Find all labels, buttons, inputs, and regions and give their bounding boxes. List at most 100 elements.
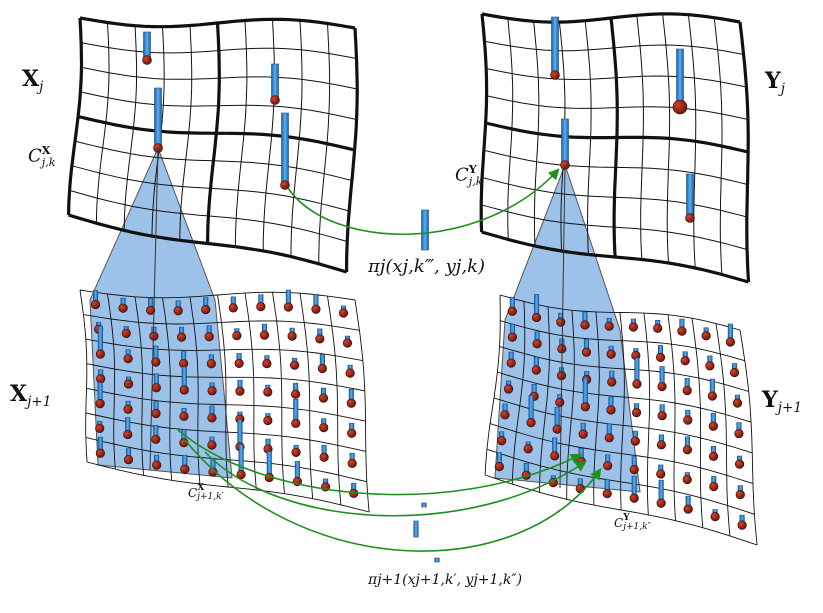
- fine-y-dot: [683, 504, 693, 514]
- fine-y-dot: [708, 421, 718, 431]
- fine-x-bar: [92, 290, 99, 302]
- fine-y-dot: [734, 459, 745, 469]
- fine-x-dot: [179, 358, 189, 369]
- grid-line: [481, 204, 748, 250]
- fine-y-dot: [497, 436, 507, 446]
- fine-y-dot: [737, 520, 747, 530]
- grid-line: [481, 177, 748, 218]
- grid-line: [643, 313, 651, 515]
- grid-line: [189, 296, 201, 485]
- fine-y-dot: [657, 411, 667, 421]
- grid-line: [81, 66, 358, 90]
- fine-y-dot: [606, 405, 616, 415]
- fine-x-dot: [123, 455, 134, 465]
- fine-y-dot: [494, 462, 504, 472]
- bar-top: [154, 87, 162, 149]
- grid-line: [77, 114, 355, 152]
- label-cy-sub: j,k: [468, 174, 483, 188]
- grid-line: [483, 149, 748, 185]
- fine-x-dot: [207, 413, 217, 423]
- cones-front-layer: [149, 147, 566, 489]
- fine-y-dot: [531, 365, 541, 375]
- grid-line: [86, 363, 365, 392]
- grid-line: [486, 448, 755, 515]
- fine-y-dot: [629, 465, 639, 475]
- grid-xj1: [79, 289, 370, 513]
- fine-y-dot: [630, 436, 640, 446]
- fine-y-bar: [631, 475, 637, 496]
- fine-y-dot: [604, 321, 614, 331]
- fine-x-dot: [345, 368, 355, 378]
- fine-y-dot: [580, 320, 590, 330]
- grid-line: [86, 387, 366, 422]
- grid-line: [80, 91, 357, 120]
- grid-line: [85, 338, 363, 362]
- fine-x-bar: [313, 293, 319, 307]
- grid-line: [481, 12, 741, 24]
- label-yj1-sub: j+1: [777, 399, 803, 416]
- fine-x-dot: [346, 398, 356, 408]
- fine-x-bar: [97, 436, 103, 451]
- fine-y-dot: [523, 444, 533, 454]
- fine-y-dot: [602, 489, 612, 499]
- arrows-layer: [177, 168, 602, 552]
- fine-x-dot: [291, 389, 301, 399]
- fine-y-dot: [701, 331, 711, 341]
- fine-y-dot: [580, 402, 590, 412]
- grid-line: [493, 397, 753, 454]
- fine-y-dot: [734, 428, 744, 439]
- grid-line: [739, 329, 758, 546]
- grid-line: [539, 306, 550, 493]
- fine-x-dot: [319, 452, 329, 462]
- fine-y-dot: [683, 415, 693, 425]
- grid-line: [499, 294, 741, 331]
- fine-y-dot: [606, 349, 616, 359]
- label-cx1-sub: j+1,k′: [197, 492, 224, 503]
- grid-xj: [67, 16, 359, 274]
- grid-line: [484, 474, 758, 546]
- grid-line: [499, 345, 749, 392]
- grid-line: [69, 189, 348, 242]
- fine-y-dot: [552, 424, 562, 434]
- fine-y-dot: [732, 398, 743, 408]
- label-cx-main: C: [28, 145, 42, 167]
- fine-x-dot: [291, 447, 301, 457]
- fine-x-dot: [90, 299, 101, 310]
- fine-x-dot: [207, 386, 217, 396]
- fine-y-dot: [628, 322, 639, 332]
- fine-x-bar: [125, 417, 131, 432]
- label-xj-sub: j: [39, 78, 44, 95]
- arrow-bottom-1: [177, 429, 583, 496]
- fine-y-dot: [631, 407, 642, 418]
- fine-y-bar: [606, 423, 612, 436]
- fine-x-bar: [182, 454, 188, 467]
- fine-x-bar: [153, 345, 159, 360]
- fine-x-dot: [207, 440, 217, 450]
- label-cx-sub: j,k: [41, 155, 56, 169]
- cone-x-ridge: [149, 147, 159, 471]
- grid-line: [500, 320, 745, 362]
- fine-x-dot: [256, 302, 266, 312]
- grid-line: [68, 213, 348, 274]
- fine-x-dot: [263, 387, 273, 397]
- label-xj-main: X: [22, 66, 40, 92]
- label-xj1: Xj+1: [10, 383, 51, 409]
- grid-line: [74, 140, 353, 181]
- grid-yj: [479, 12, 751, 284]
- fine-y-dot: [629, 493, 639, 503]
- fine-x-dot: [259, 330, 270, 340]
- fine-y-dot: [680, 356, 690, 366]
- bar-top: [281, 112, 289, 186]
- fine-y-bar: [634, 357, 640, 382]
- fine-x-dot: [342, 338, 353, 348]
- grid-line: [566, 310, 575, 500]
- fine-y-dot: [705, 361, 715, 371]
- dot-top: [280, 180, 290, 190]
- fine-y-dot: [707, 391, 717, 401]
- dot-top: [672, 99, 688, 115]
- fine-x-dot: [318, 393, 329, 403]
- grid-line: [217, 294, 229, 488]
